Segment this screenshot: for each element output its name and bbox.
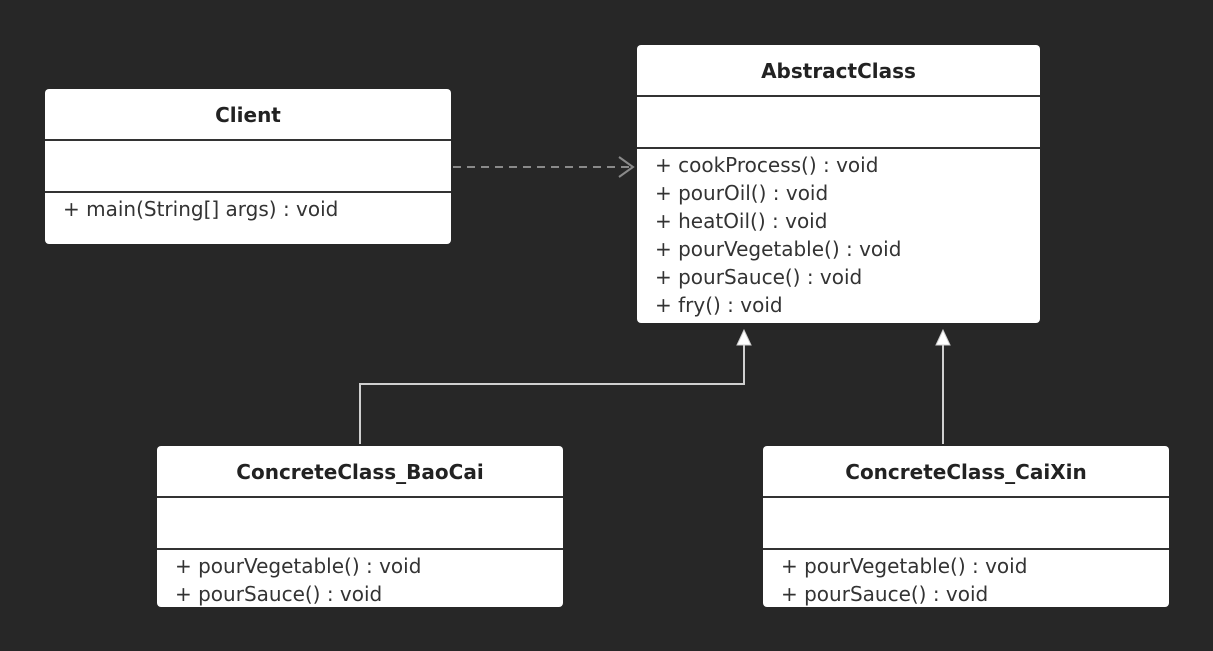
operation: + pourVegetable() : void [781,554,1028,578]
operation: + main(String[] args) : void [63,197,339,221]
operation: + pourSauce() : void [781,582,989,606]
dependency-arrowhead [618,156,635,178]
class-abstract[interactable]: AbstractClass + cookProcess() : void + p… [637,45,1040,323]
inheritance-line-baocai [359,343,745,444]
operation: + pourSauce() : void [175,582,383,606]
class-operations: + cookProcess() : void + pourOil() : voi… [637,149,1040,319]
class-attributes [157,498,563,550]
class-operations: + main(String[] args) : void [45,193,451,223]
class-concrete-caixin[interactable]: ConcreteClass_CaiXin + pourVegetable() :… [763,446,1169,607]
operation: + cookProcess() : void [655,153,879,177]
class-client[interactable]: Client + main(String[] args) : void [45,89,451,244]
operation: + pourOil() : void [655,181,829,205]
class-name: ConcreteClass_BaoCai [157,446,563,498]
operation: + fry() : void [655,293,783,317]
class-attributes [45,141,451,193]
operation: + pourVegetable() : void [175,554,422,578]
class-attributes [637,97,1040,149]
operation: + pourVegetable() : void [655,237,902,261]
inheritance-arrowhead-baocai [736,328,752,346]
class-operations: + pourVegetable() : void + pourSauce() :… [157,550,563,607]
inheritance-arrowhead-caixin [935,328,951,346]
class-name: Client [45,89,451,141]
class-name: ConcreteClass_CaiXin [763,446,1169,498]
class-operations: + pourVegetable() : void + pourSauce() :… [763,550,1169,607]
class-attributes [763,498,1169,550]
operation: + heatOil() : void [655,209,828,233]
class-concrete-baocai[interactable]: ConcreteClass_BaoCai + pourVegetable() :… [157,446,563,607]
operation: + pourSauce() : void [655,265,863,289]
class-name: AbstractClass [637,45,1040,97]
